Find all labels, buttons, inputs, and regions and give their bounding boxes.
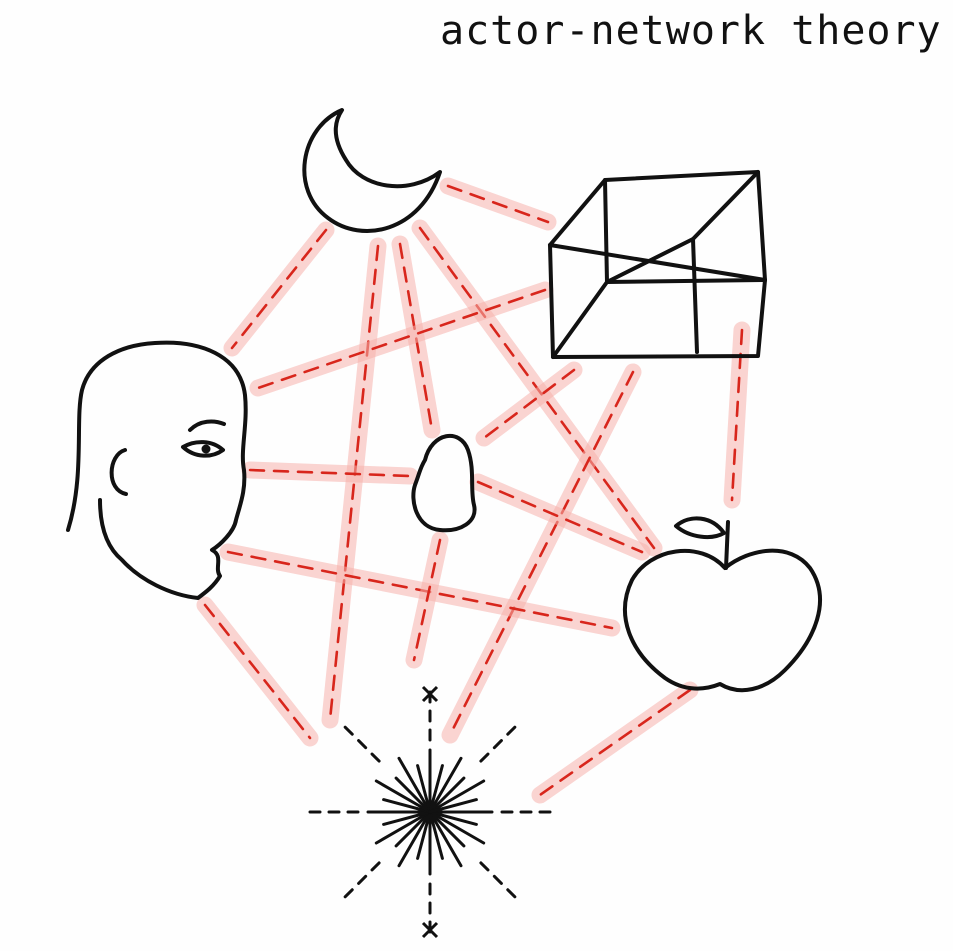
- link-bean-star: [405, 531, 449, 669]
- link-dash: [538, 688, 692, 797]
- starburst-ray: [416, 810, 432, 860]
- link-dash: [730, 328, 744, 502]
- link-dash: [476, 480, 644, 554]
- link-dash: [398, 242, 434, 432]
- human-head-profile-icon: [66, 340, 248, 600]
- link-moon-star: [321, 237, 387, 729]
- link-cube-star: [441, 363, 642, 744]
- link-head-star: [196, 596, 319, 747]
- link-cube-head: [249, 281, 554, 397]
- link-cube-apple: [723, 321, 751, 509]
- crescent-moon-icon: [302, 108, 442, 233]
- link-bean-apple: [469, 473, 651, 561]
- link-dash: [248, 468, 412, 478]
- apple-icon: [623, 516, 822, 693]
- starburst-icon: [306, 685, 554, 939]
- starburst-ray: [428, 798, 478, 814]
- starburst-cross-mark: [421, 921, 439, 939]
- starburst-ray: [394, 776, 432, 814]
- link-head-bean: [241, 461, 419, 485]
- wireframe-cube-icon: [548, 170, 767, 359]
- starburst-ray: [428, 810, 466, 848]
- starburst-ray: [428, 810, 463, 868]
- link-dash: [230, 228, 328, 350]
- link-dash: [446, 184, 550, 224]
- starburst-ray: [428, 764, 444, 814]
- link-dash: [226, 550, 614, 630]
- link-dash: [448, 370, 635, 737]
- link-moon-cube: [439, 177, 557, 231]
- eye-pupil: [201, 444, 211, 454]
- starburst-ray: [428, 779, 486, 814]
- starburst-cross-mark: [421, 685, 439, 703]
- starburst-ray: [416, 764, 432, 814]
- link-moon-head: [223, 221, 335, 357]
- link-dash: [328, 244, 380, 722]
- page-title: actor-network theory: [440, 8, 942, 54]
- starburst-ray: [428, 756, 463, 814]
- starburst-ray: [397, 756, 432, 814]
- link-dash: [482, 368, 576, 440]
- link-dash: [203, 603, 312, 740]
- link-layer: [196, 177, 751, 804]
- link-cube-bean: [475, 361, 583, 447]
- link-dash: [412, 538, 442, 662]
- starburst-outer-ray: [342, 861, 381, 900]
- starburst-outer-ray: [479, 861, 518, 900]
- starburst-ray: [397, 810, 432, 868]
- starburst-ray: [428, 776, 466, 814]
- starburst-ray: [382, 810, 432, 826]
- link-head-apple: [219, 543, 621, 637]
- starburst-outer-ray: [342, 724, 381, 763]
- starburst-ray: [394, 810, 432, 848]
- link-dash: [256, 288, 547, 390]
- link-apple-star: [531, 681, 699, 804]
- starburst-outer-ray: [479, 724, 518, 763]
- starburst-ray: [428, 810, 444, 860]
- starburst-ray: [428, 810, 486, 845]
- starburst-ray: [374, 779, 432, 814]
- starburst-ray: [428, 810, 478, 826]
- bean-icon: [411, 433, 477, 533]
- starburst-ray: [382, 798, 432, 814]
- starburst-ray: [374, 810, 432, 845]
